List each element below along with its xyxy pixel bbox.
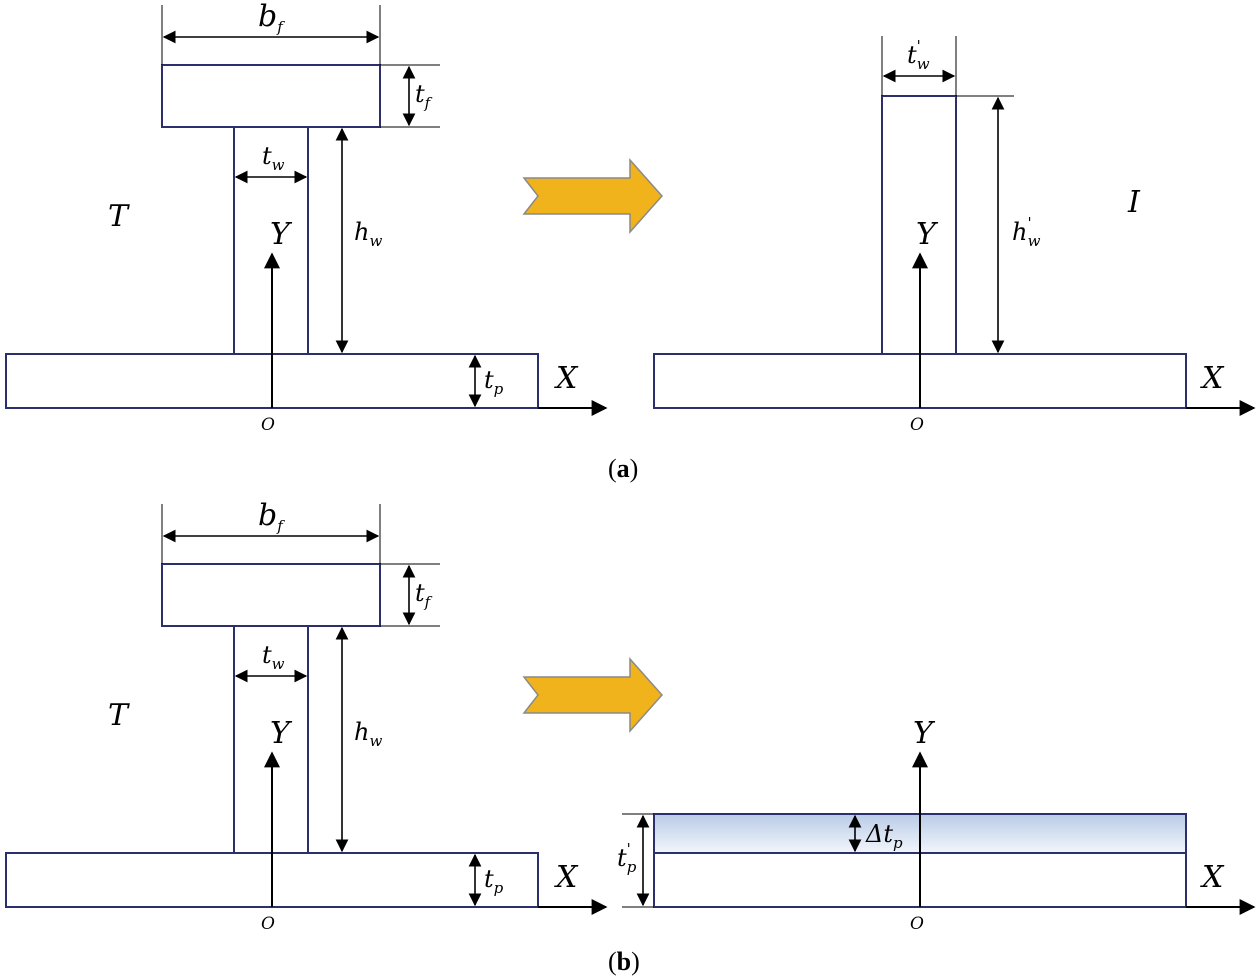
panel-b-t-section: bf tf tw hw tp Y X O T: [5, 498, 608, 934]
section-i-label: I: [1127, 185, 1141, 220]
transform-arrow-a: [522, 158, 664, 234]
transform-arrow-b: [522, 657, 664, 733]
delta-tp-label: Δtp: [865, 820, 903, 852]
caption-a: (a): [608, 454, 638, 483]
hw-label: hw: [354, 218, 382, 250]
tp-prime-label: t'p: [617, 840, 637, 876]
section-t-label: T: [108, 199, 130, 234]
origin-label: O: [910, 914, 924, 934]
y-axis-label: Y: [916, 217, 939, 252]
y-axis-label: Y: [913, 716, 936, 751]
origin-label: O: [910, 415, 924, 435]
panel-a-t-section: bf tf tw hw tp Y X O T: [5, 0, 608, 435]
origin-label: O: [261, 914, 275, 934]
tw-label: tw: [262, 142, 285, 174]
x-axis-label: X: [554, 860, 579, 895]
flange: [161, 563, 381, 627]
panel-a-i-section: t'w h'w Y X O I: [653, 36, 1256, 435]
tf-label: tf: [415, 579, 433, 611]
hw-label: hw: [354, 718, 382, 750]
x-axis-label: X: [554, 361, 579, 396]
bf-label: bf: [258, 0, 285, 36]
flange: [161, 64, 381, 128]
section-t-label: T: [108, 698, 130, 733]
tw-label: tw: [262, 641, 285, 673]
bf-label: bf: [258, 498, 285, 535]
tf-label: tf: [415, 80, 433, 112]
y-axis-label: Y: [270, 217, 293, 252]
y-axis-label: Y: [270, 716, 293, 751]
caption-b: (b): [608, 947, 640, 976]
panel-b-plate-section: Δtp t'p Y X O: [617, 716, 1256, 934]
tp-label: tp: [484, 865, 504, 897]
hw-prime-label: h'w: [1012, 214, 1041, 250]
x-axis-label: X: [1200, 860, 1225, 895]
tp-label: tp: [484, 366, 504, 398]
x-axis-label: X: [1200, 361, 1225, 396]
origin-label: O: [261, 415, 275, 435]
tw-prime-label: t'w: [907, 37, 930, 73]
